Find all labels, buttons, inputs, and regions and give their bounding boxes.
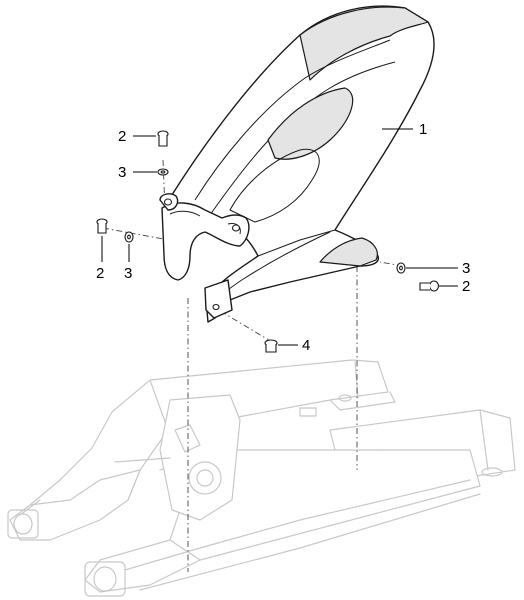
mud-flap-bracket — [159, 193, 250, 281]
screw-right — [419, 280, 440, 292]
callout-3-left: 3 — [124, 265, 132, 282]
callout-3-right: 3 — [462, 260, 470, 277]
screw-left — [96, 218, 108, 234]
washer-left — [124, 231, 134, 243]
callout-3-upper: 3 — [118, 164, 126, 181]
callout-2-right: 2 — [462, 278, 470, 295]
washer-right — [396, 262, 406, 274]
leader-lines — [101, 128, 458, 346]
callout-4: 4 — [302, 337, 310, 354]
callouts: 1 2 3 2 3 3 2 4 — [96, 121, 470, 354]
callout-2-left: 2 — [96, 265, 104, 282]
callout-2-upper: 2 — [118, 128, 126, 145]
hardware — [96, 130, 440, 353]
callout-1: 1 — [419, 121, 427, 138]
rear-fender — [169, 5, 435, 323]
screw-lower — [264, 339, 278, 353]
screw-upper — [157, 130, 169, 147]
swingarm — [7, 359, 516, 597]
washer-upper — [157, 168, 169, 176]
